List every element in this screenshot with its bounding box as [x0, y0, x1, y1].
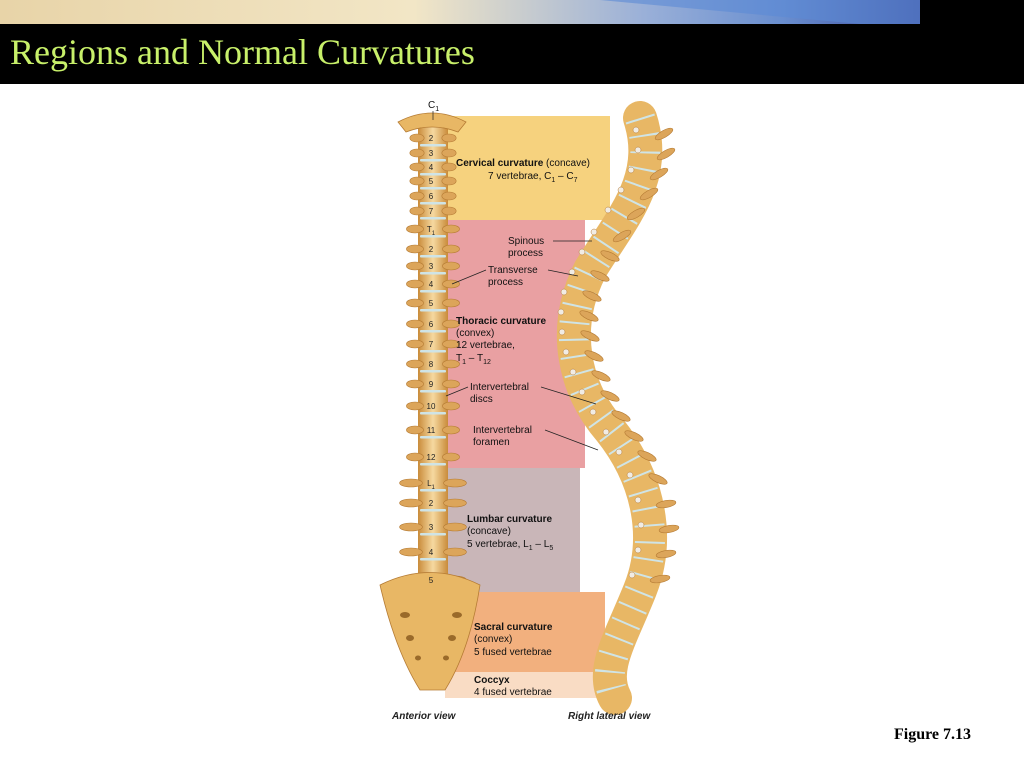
thoracic-label: Thoracic curvature — [456, 316, 546, 327]
discs-label-1: Intervertebral — [470, 382, 529, 393]
vertebra-number: T1 — [427, 225, 436, 237]
lumbar-detail: 5 vertebrae, L1 – L5 — [467, 539, 553, 552]
vertebra-number: 2 — [429, 134, 434, 143]
vertebra-number: 3 — [429, 262, 434, 271]
vertebra-number: 9 — [429, 380, 434, 389]
vertebra-number: 6 — [429, 192, 434, 201]
vertebra-number: 4 — [429, 548, 434, 557]
vertebra-number: 4 — [429, 163, 434, 172]
lumbar-label: Lumbar curvature — [467, 514, 552, 525]
vertebra-number: 2 — [429, 245, 434, 254]
vertebra-number: 6 — [429, 320, 434, 329]
cervical-label: Cervical curvature (concave) — [456, 158, 590, 169]
lateral-view-caption: Right lateral view — [568, 711, 651, 722]
thoracic-detail: 12 vertebrae, — [456, 340, 515, 351]
coccyx-detail: 4 fused vertebrae — [474, 687, 552, 698]
title-bar: Regions and Normal Curvatures — [0, 0, 1024, 84]
vertebra-number: 7 — [429, 207, 434, 216]
lumbar-qualifier: (concave) — [467, 526, 511, 537]
vertebra-number: L1 — [427, 479, 435, 491]
vertebra-number: 2 — [429, 499, 434, 508]
vertebra-number: 3 — [429, 149, 434, 158]
vertebra-number: 7 — [429, 340, 434, 349]
vertebra-number: 5 — [429, 177, 434, 186]
top-vertebra-label: C1 — [428, 100, 439, 113]
vertebra-number: 3 — [429, 523, 434, 532]
anterior-view-caption: Anterior view — [391, 711, 457, 722]
transverse-label-1: Transverse — [488, 265, 538, 276]
lateral-spine — [556, 101, 680, 715]
sacral-label: Sacral curvature — [474, 622, 553, 633]
coccyx-band — [445, 672, 620, 698]
banner-graphic — [0, 0, 1024, 24]
foramen-label-2: foramen — [473, 437, 510, 448]
spinous-label-1: Spinous — [508, 236, 544, 247]
vertebra-number: 4 — [429, 280, 434, 289]
transverse-label-2: process — [488, 277, 523, 288]
spinous-label-2: process — [508, 248, 543, 259]
anterior-spine — [379, 112, 481, 691]
cervical-band — [445, 116, 610, 220]
vertebra-number: 5 — [429, 299, 434, 308]
vertebra-number: 5 — [429, 576, 434, 585]
discs-label-2: discs — [470, 394, 493, 405]
foramen-label-1: Intervertebral — [473, 425, 532, 436]
thoracic-qualifier: (convex) — [456, 328, 494, 339]
cervical-detail: 7 vertebrae, C1 – C7 — [488, 171, 578, 184]
sacral-detail: 5 fused vertebrae — [474, 647, 552, 658]
sacral-qualifier: (convex) — [474, 634, 512, 645]
coccyx-label: Coccyx — [474, 675, 510, 686]
thoracic-range: T1 – T12 — [456, 353, 491, 366]
slide-title: Regions and Normal Curvatures — [10, 32, 475, 72]
vertebra-number: 8 — [429, 360, 434, 369]
lumbar-band — [445, 468, 580, 592]
figure-number: Figure 7.13 — [893, 726, 971, 743]
vertebra-number: 10 — [427, 402, 436, 411]
vertebra-number: 11 — [427, 426, 436, 435]
vertebra-number: 12 — [427, 453, 436, 462]
